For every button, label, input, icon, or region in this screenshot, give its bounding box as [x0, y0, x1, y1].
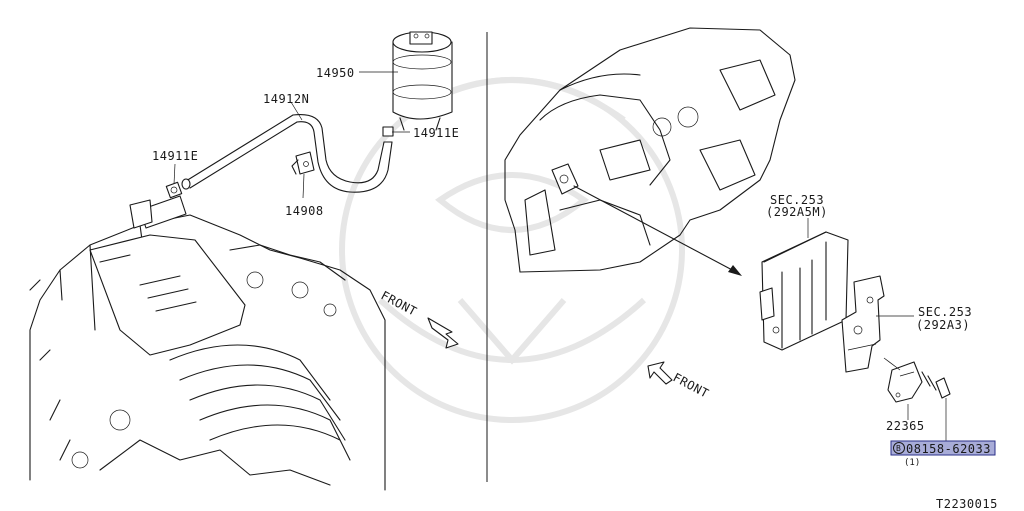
leader-lines-left — [173, 71, 410, 199]
label-bolt-qty: (1) — [904, 458, 920, 468]
label-14912n: 14912N — [263, 92, 309, 106]
diagram-code: T2230015 — [936, 497, 998, 511]
bolt-part-callout[interactable]: B 08158-62033 — [890, 440, 996, 456]
bolt — [921, 371, 951, 399]
circled-b-icon: B — [893, 442, 905, 454]
pointer-arrow — [573, 185, 742, 276]
label-14911e-right: 14911E — [413, 126, 459, 140]
label-sec253-module-line1: SEC.253 — [770, 193, 824, 207]
svg-text:B: B — [896, 444, 901, 453]
leader-lines-right — [807, 218, 947, 442]
label-14911e-left: 14911E — [152, 149, 198, 163]
label-sec253-module-line2: (292A5M) — [766, 205, 828, 219]
hose-clamp-left — [165, 181, 183, 199]
mounting-bracket — [841, 275, 885, 373]
label-sec253-bracket-line2: (292A3) — [916, 318, 970, 332]
dashboard — [504, 27, 796, 273]
label-14908: 14908 — [285, 204, 324, 218]
label-22365: 22365 — [886, 419, 925, 433]
hose-bracket — [291, 151, 315, 175]
evap-canister — [382, 31, 453, 137]
part-highlight-box[interactable] — [890, 440, 996, 456]
control-module — [759, 231, 849, 351]
engine-block — [29, 195, 386, 491]
front-arrow-right — [647, 361, 673, 385]
watermark-emblem — [339, 77, 685, 423]
label-front-right: FRONT — [671, 370, 712, 400]
label-bolt-part: 08158-62033 — [906, 442, 991, 456]
label-14950: 14950 — [316, 66, 355, 80]
purge-hose — [181, 113, 393, 193]
label-sec253-bracket-line1: SEC.253 — [918, 305, 972, 319]
sensor-22365 — [883, 357, 923, 403]
front-arrow-left — [427, 317, 459, 349]
